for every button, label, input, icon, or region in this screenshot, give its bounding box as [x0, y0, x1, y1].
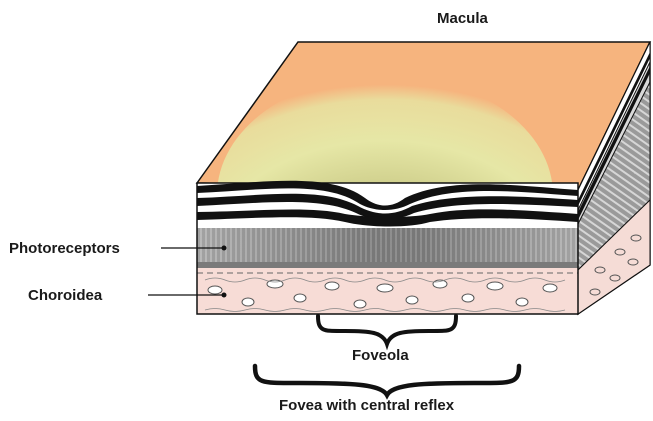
inner-retina-layers — [197, 181, 578, 228]
choroid-layer — [197, 268, 578, 314]
fovea-brace — [255, 366, 519, 395]
fovea-label: Fovea with central reflex — [279, 397, 454, 414]
photoreceptors-label: Photoreceptors — [9, 240, 120, 257]
macula-label: Macula — [437, 10, 488, 27]
foveola-label: Foveola — [352, 347, 409, 364]
foveola-brace — [318, 316, 456, 344]
photoreceptor-layer — [197, 228, 578, 268]
choroidea-label: Choroidea — [28, 287, 102, 304]
